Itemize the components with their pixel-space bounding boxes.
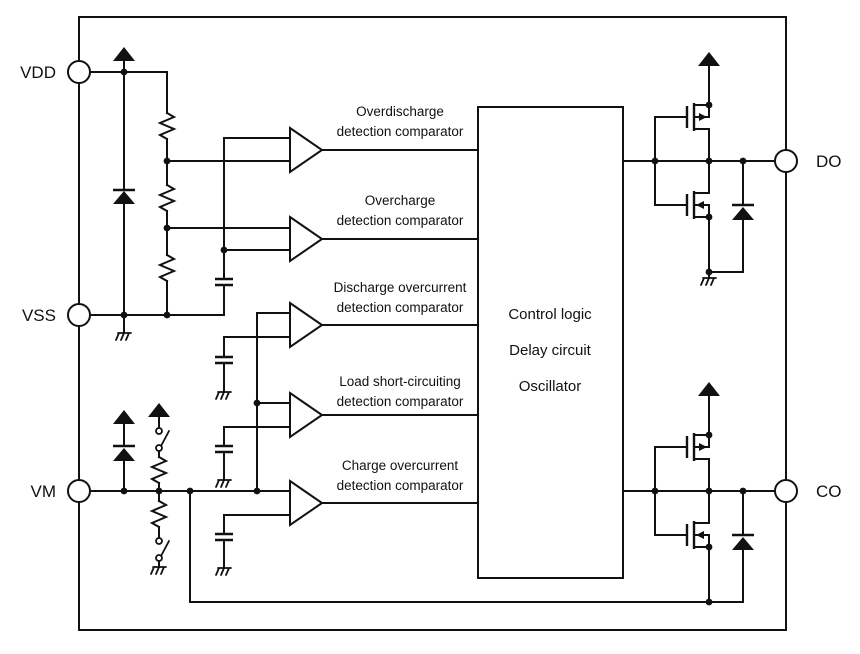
ground-icon: [215, 479, 232, 488]
junction-dots: [120, 68, 747, 606]
comparator-load-short-circuiting: [289, 391, 324, 439]
comparator-label: Overdischarge: [356, 104, 444, 119]
pin-vss-label: VSS: [22, 306, 56, 325]
pin-co: [774, 479, 798, 503]
ground-icon: [215, 567, 232, 576]
comparator-charge-overcurrent: [289, 479, 324, 527]
comparator-label: detection comparator: [337, 300, 464, 315]
mosfet-arrow-icon: [696, 531, 704, 539]
pins: VDD VSS VM DO CO: [20, 60, 842, 503]
pin-do-label: DO: [816, 152, 842, 171]
pin-vdd-label: VDD: [20, 63, 56, 82]
pmos-transistor: [654, 103, 710, 162]
mosfet-arrow-icon: [696, 201, 704, 209]
diode-icon: [113, 71, 135, 316]
comparator-label: Charge overcurrent: [342, 458, 459, 473]
vdd-arrow-icon: [148, 403, 170, 417]
resistor-icon: [149, 455, 169, 485]
ic-boundary: [78, 16, 787, 631]
nmos-transistor: [654, 160, 710, 273]
vdd-arrow-icon: [698, 382, 720, 436]
capacitor-icon: [215, 277, 233, 287]
comparator-label: Load short-circuiting: [339, 374, 461, 389]
switch-icon: [155, 427, 163, 435]
comparator-label: Discharge overcurrent: [334, 280, 467, 295]
ground-icon: [215, 391, 232, 400]
control-block-label-3: Oscillator: [519, 378, 582, 395]
net-vss: [89, 284, 225, 316]
pin-do: [774, 149, 798, 173]
vm-clamp-diode-icon: [113, 410, 135, 492]
resistor-icon: [149, 499, 169, 529]
pin-vdd: [67, 60, 91, 84]
comparators: [289, 126, 479, 527]
control-block-label-1: Control logic: [508, 306, 592, 323]
resistor-icon: [157, 253, 177, 283]
comparator-label: Overcharge: [365, 193, 436, 208]
comparator-label: detection comparator: [337, 124, 464, 139]
comparator-label: detection comparator: [337, 213, 464, 228]
wiring-left: [89, 47, 744, 603]
resistor-icon: [157, 111, 177, 141]
comparator-labels: Overdischarge detection comparator Overc…: [334, 104, 467, 493]
comparator-label: detection comparator: [337, 478, 464, 493]
ground-icon: [700, 277, 717, 286]
mosfet-arrow-icon: [699, 113, 707, 121]
net-vm-feedback: [189, 490, 744, 603]
mosfet-arrow-icon: [699, 443, 707, 451]
ground-icon: [115, 332, 132, 341]
net-vdd: [89, 71, 168, 114]
switch-icon: [155, 537, 163, 545]
comparator-discharge-overcurrent: [289, 301, 324, 349]
comparator-overdischarge: [289, 126, 324, 174]
vdd-arrow-icon: [698, 52, 720, 106]
resistor-icon: [157, 183, 177, 213]
pin-vm: [67, 479, 91, 503]
comparator-label: detection comparator: [337, 394, 464, 409]
ground-icon: [150, 566, 167, 575]
diode-icon: [732, 490, 754, 603]
pin-vss: [67, 303, 91, 327]
diode-icon: [732, 160, 754, 273]
pin-co-label: CO: [816, 482, 842, 501]
control-logic-block: [477, 106, 624, 579]
comparator-overcharge: [289, 215, 324, 263]
pin-vm-label: VM: [31, 482, 57, 501]
control-block-label-2: Delay circuit: [509, 342, 592, 359]
